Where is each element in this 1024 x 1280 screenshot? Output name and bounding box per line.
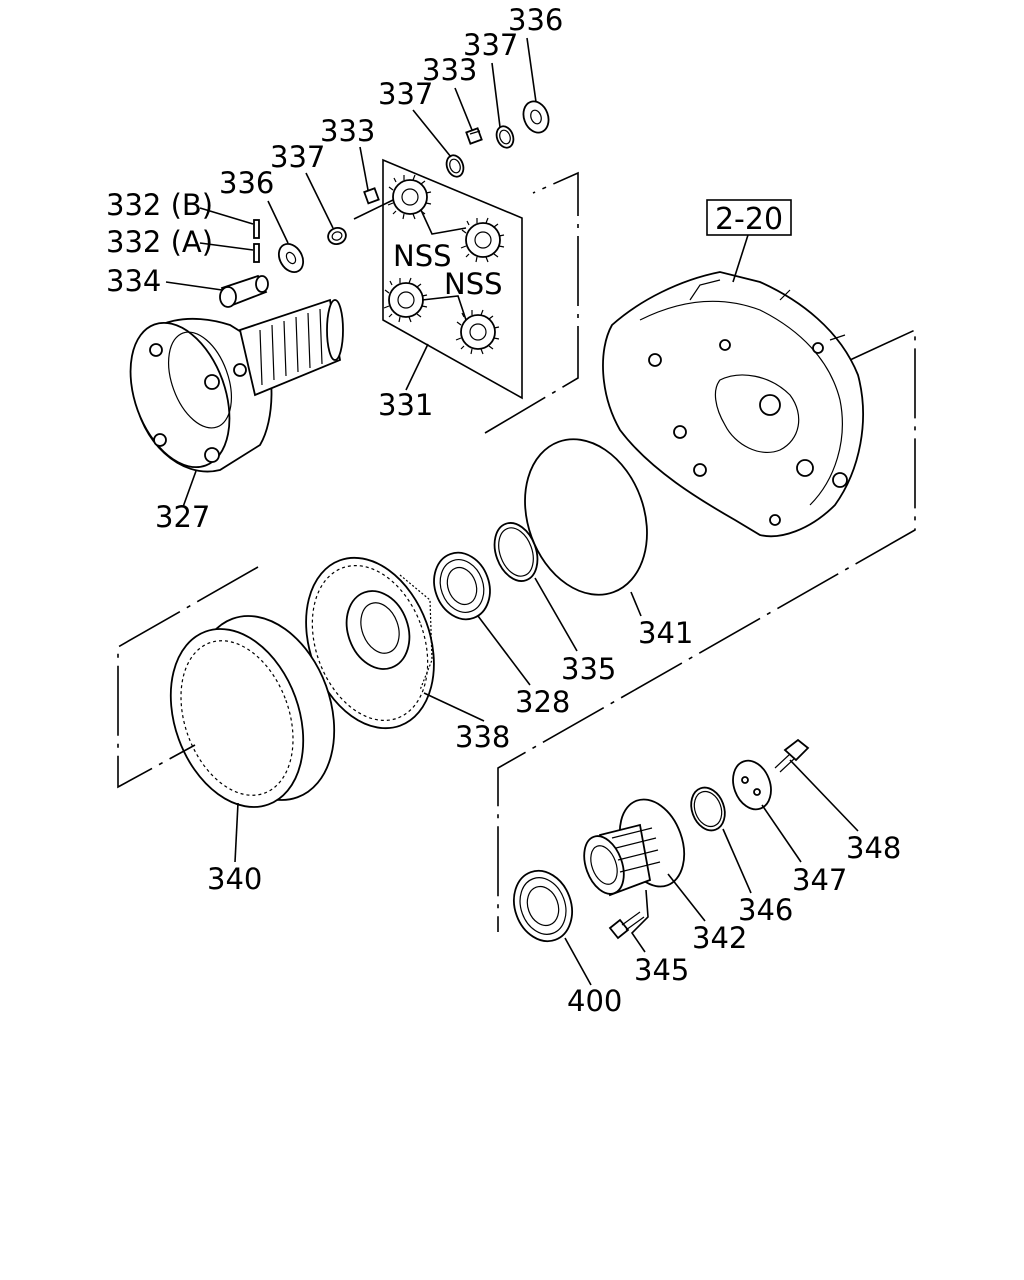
carrier-327 (129, 298, 344, 473)
ring-346 (690, 786, 726, 832)
label-nss-1: NSS (393, 239, 452, 273)
reference-box (706, 199, 792, 236)
bolt-345 (608, 911, 645, 940)
bolt-348 (774, 738, 810, 773)
label-327: 327 (155, 500, 210, 534)
planet-gear-4 (455, 309, 500, 355)
pin-332a (253, 243, 260, 263)
label-332b: 332 (B) (106, 188, 213, 222)
label-337-mid: 337 (378, 77, 433, 111)
bearing-328 (433, 551, 491, 621)
boundary-case (497, 328, 916, 932)
ring-337-top (495, 125, 515, 149)
planet-gear-group-331 (382, 158, 523, 400)
pin-332b (253, 219, 260, 239)
label-347: 347 (792, 863, 847, 897)
reference-box-label: 2-20 (715, 202, 783, 237)
ring-335 (493, 522, 539, 582)
label-331: 331 (378, 388, 433, 422)
label-336-top: 336 (508, 3, 563, 37)
washer-336-left (277, 242, 305, 274)
boundary-planets (484, 171, 579, 434)
label-332a: 332 (A) (106, 225, 213, 259)
flange-342 (583, 798, 686, 897)
label-340: 340 (207, 862, 262, 896)
label-333-left: 333 (320, 114, 375, 148)
label-348: 348 (846, 831, 901, 865)
label-400: 400 (567, 984, 622, 1018)
label-341: 341 (638, 616, 693, 650)
washer-336-top (522, 100, 550, 134)
label-338: 338 (455, 720, 510, 754)
ring-337-left (327, 226, 347, 246)
label-337-left: 337 (270, 140, 325, 174)
bearing-400 (513, 869, 573, 943)
label-333-top: 333 (422, 53, 477, 87)
plate-347 (732, 759, 772, 811)
label-346: 346 (738, 893, 793, 927)
transmission-case (602, 271, 864, 538)
planet-gear-1 (387, 174, 432, 220)
label-328: 328 (515, 685, 570, 719)
shaft-334 (219, 274, 269, 308)
label-336-left: 336 (219, 166, 274, 200)
planet-gear-3 (383, 277, 428, 323)
ring-gear-340 (169, 615, 336, 808)
label-nss-2: NSS (444, 267, 503, 301)
part-labels: 336 337 333 337 333 337 336 332 (B) 332 … (106, 3, 901, 1018)
boundary-ringgear (117, 566, 259, 789)
bearing-333-top (465, 127, 483, 145)
label-342: 342 (692, 921, 747, 955)
bearing-333-left (363, 187, 380, 205)
label-337-top: 337 (463, 28, 518, 62)
label-335: 335 (561, 652, 616, 686)
planet-gear-2 (460, 217, 505, 263)
leader-lines (165, 37, 859, 986)
label-334: 334 (106, 264, 161, 298)
ring-337-mid (445, 154, 465, 178)
label-345: 345 (634, 953, 689, 987)
gear-338 (305, 556, 435, 730)
